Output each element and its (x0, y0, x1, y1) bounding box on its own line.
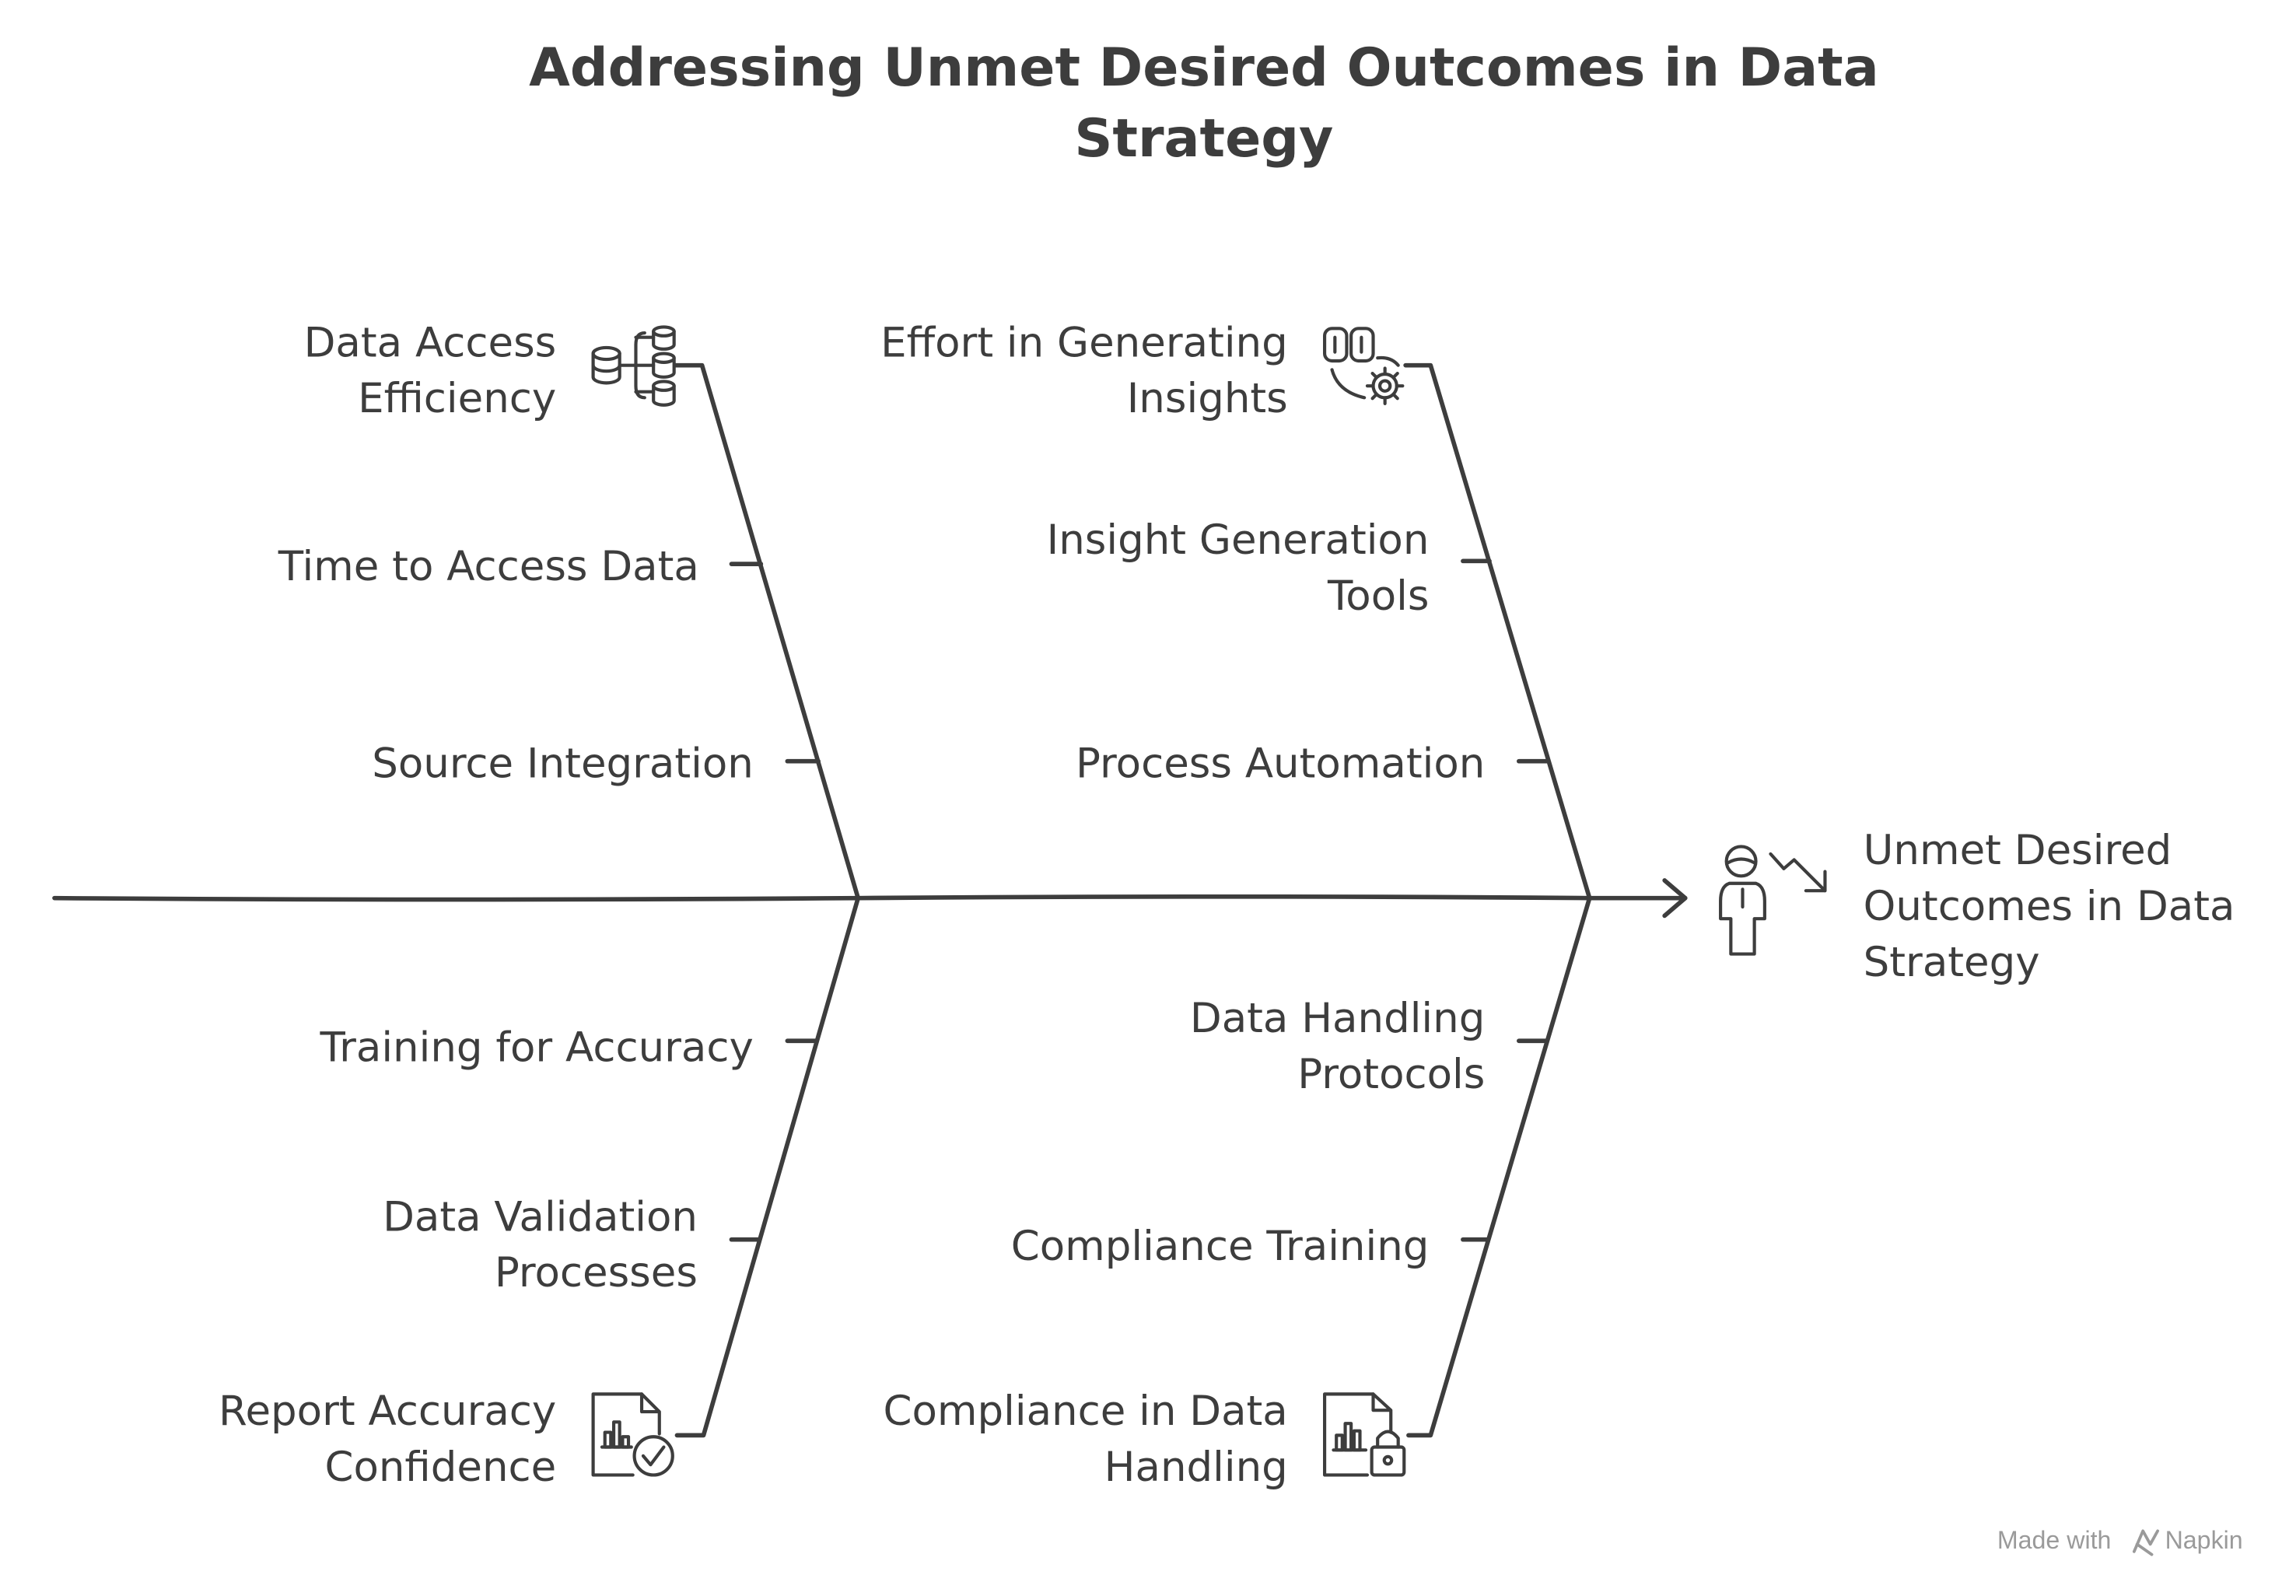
bone-data-access-efficiency (673, 362, 861, 901)
effect-label-line-2: Outcomes in Data (1864, 883, 2235, 930)
bone-compliance-in-data-handling (1406, 895, 1592, 1438)
spine (52, 878, 1688, 919)
effect-head: Unmet Desired Outcomes in Data Strategy (1719, 827, 2235, 986)
cause-data-validation-processes-line-1: Data Validation (383, 1193, 698, 1241)
category-effort-in-generating-insights: Effort in Generating Insights Insight Ge… (880, 319, 1592, 901)
category-compliance-in-data-handling: Compliance in Data Handling Data Handlin… (884, 895, 1592, 1491)
category-label-line-1: Data Access (304, 319, 557, 366)
spine-line (52, 894, 1688, 902)
cause-time-to-access-data: Time to Access Data (278, 543, 699, 590)
category-label-line-1: Compliance in Data (884, 1388, 1288, 1435)
category-label-line-2: Confidence (324, 1444, 556, 1491)
effect-label-line-3: Strategy (1864, 939, 2040, 986)
diagram-title-line-2: Strategy (1074, 108, 1333, 170)
category-label-line-2: Insights (1127, 375, 1288, 422)
document-chart-lock-icon (1322, 1392, 1406, 1477)
category-label-line-2: Handling (1104, 1444, 1288, 1491)
cause-source-integration: Source Integration (372, 740, 754, 788)
footer-made-with: Made with (1997, 1526, 2112, 1554)
effect-label-line-1: Unmet Desired (1864, 827, 2172, 874)
category-report-accuracy-confidence: Report Accuracy Confidence Training for … (219, 895, 861, 1491)
diagram-title: Addressing Unmet Desired Outcomes in Dat… (529, 37, 1879, 170)
workflow-gear-icon (1322, 327, 1405, 405)
cause-data-validation-processes-line-2: Processes (495, 1249, 698, 1297)
footer-brand: Napkin (2165, 1526, 2243, 1554)
cause-insight-generation-tools-line-2: Tools (1327, 572, 1429, 620)
cause-insight-generation-tools-line-1: Insight Generation (1047, 516, 1430, 564)
cause-data-handling-protocols-line-2: Protocols (1297, 1051, 1485, 1098)
bone-effort-in-generating-insights (1403, 362, 1592, 901)
category-data-access-efficiency: Data Access Efficiency Time to Access Da… (278, 319, 861, 901)
bone-report-accuracy-confidence (674, 895, 861, 1438)
cause-compliance-training: Compliance Training (1011, 1223, 1430, 1270)
spine-arrowhead (1662, 878, 1688, 919)
category-label-line-2: Efficiency (358, 375, 556, 422)
cause-training-for-accuracy: Training for Accuracy (320, 1024, 754, 1072)
person-down-arrow-icon (1719, 845, 1827, 956)
cause-process-automation: Process Automation (1076, 740, 1485, 788)
database-cluster-icon (591, 325, 676, 407)
made-with-footer: Made with Napkin (1997, 1526, 2243, 1556)
category-label-line-1: Effort in Generating (880, 319, 1288, 366)
document-chart-check-icon (591, 1392, 674, 1477)
diagram-title-line-1: Addressing Unmet Desired Outcomes in Dat… (529, 37, 1879, 99)
napkin-logo-icon (2132, 1529, 2160, 1556)
category-label-line-1: Report Accuracy (219, 1388, 556, 1435)
cause-data-handling-protocols-line-1: Data Handling (1190, 995, 1485, 1042)
